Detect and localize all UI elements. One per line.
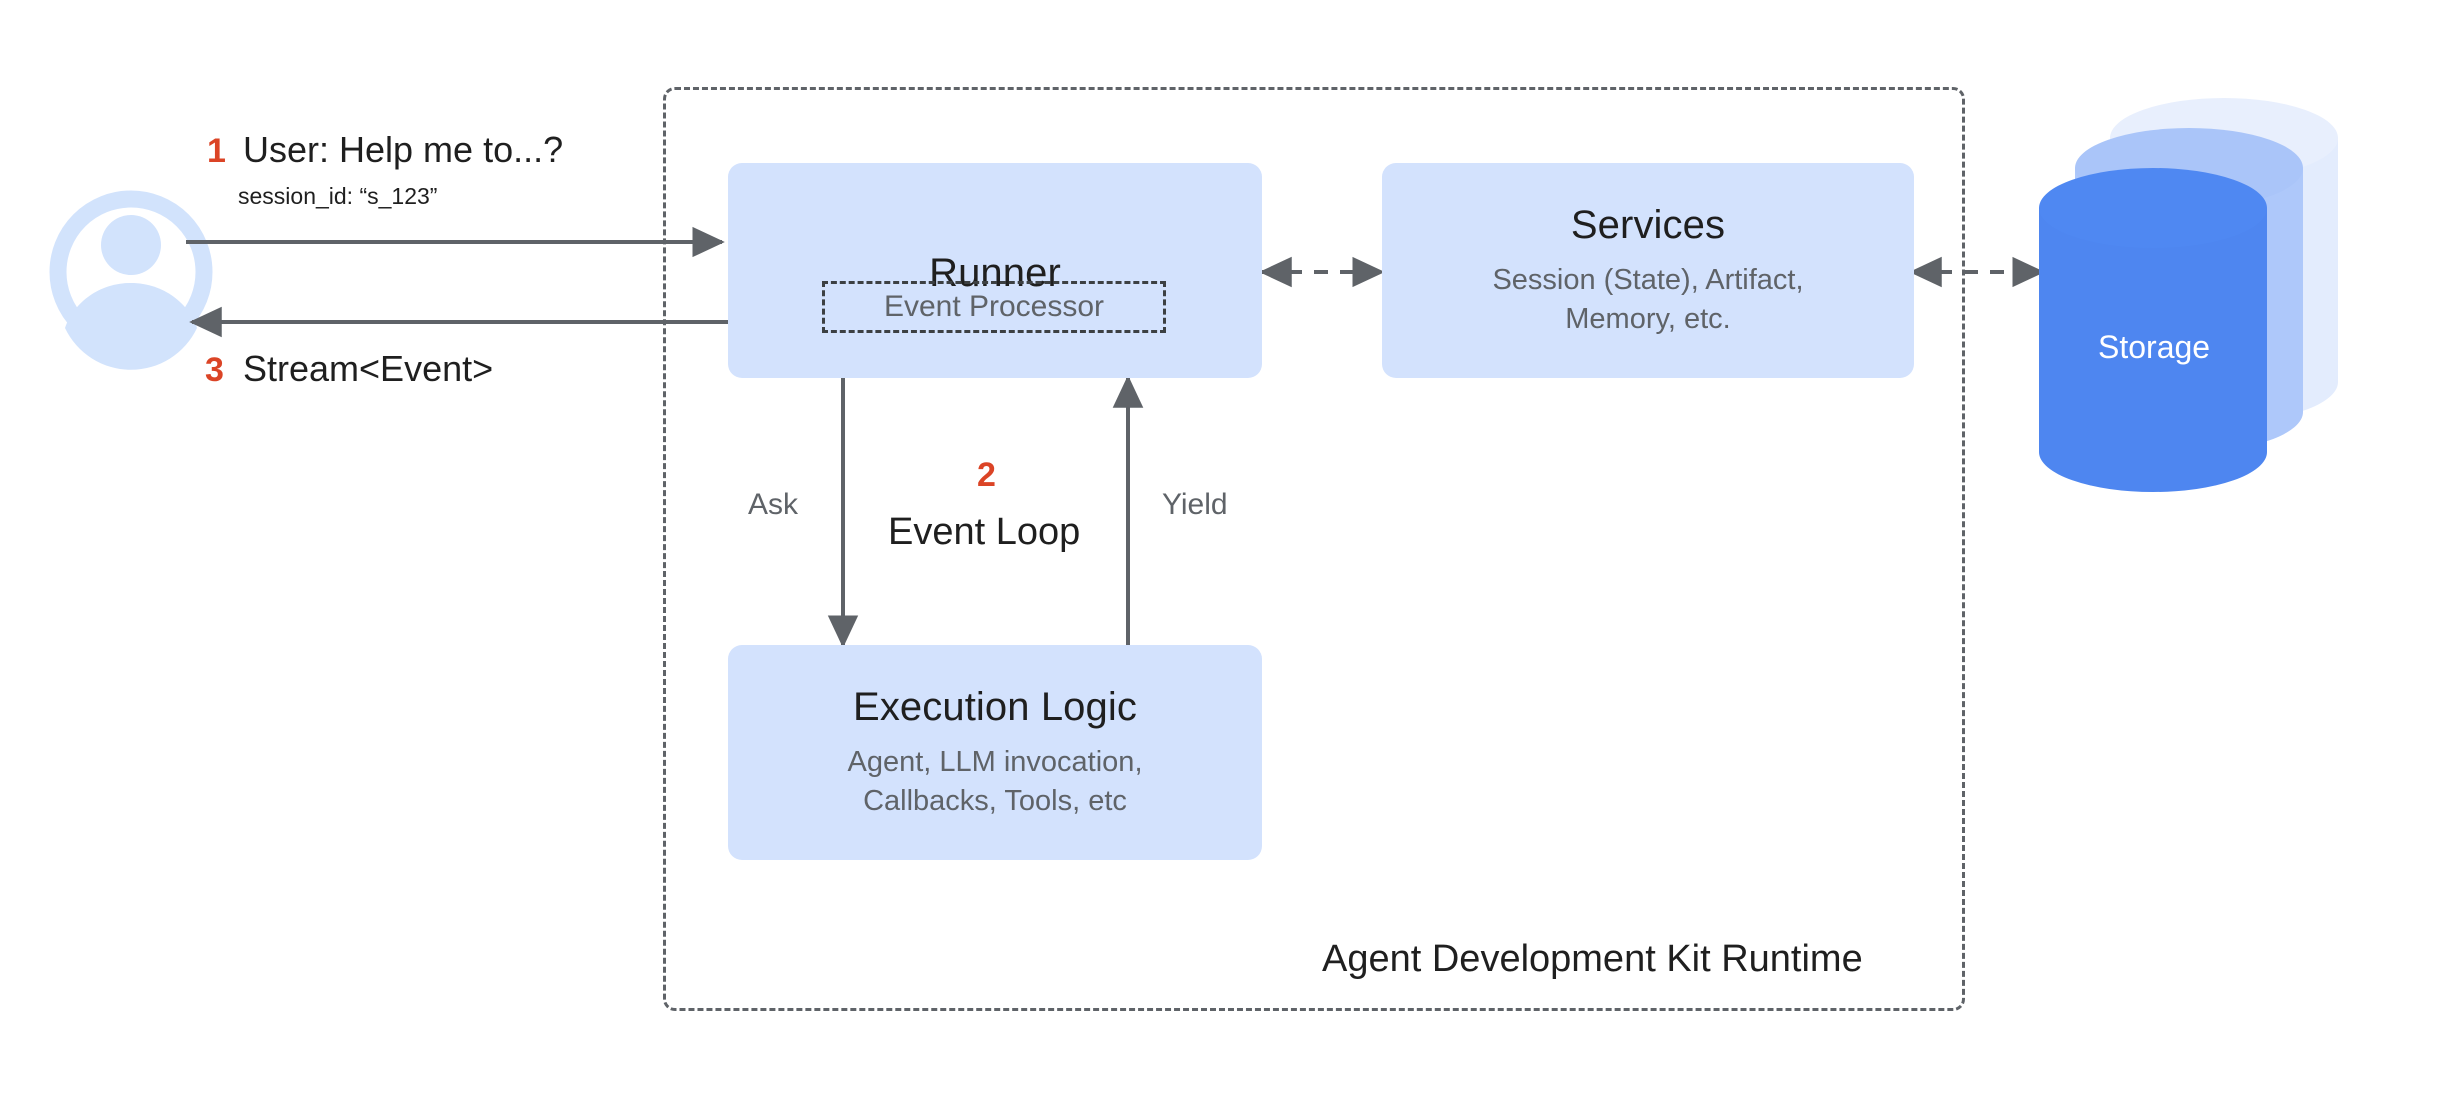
- event-processor-label: Event Processor: [883, 290, 1105, 323]
- storage-cylinder-stack: [2039, 98, 2338, 492]
- runtime-container-label: Agent Development Kit Runtime: [1322, 938, 1863, 980]
- step-1-session-meta: session_id: “s_123”: [238, 183, 438, 209]
- step-3-label: Stream<Event>: [243, 348, 494, 389]
- services-subtitle-line-2: Memory, etc.: [1565, 302, 1731, 335]
- step-2-number: 2: [977, 456, 996, 494]
- services-subtitle: Session (State), Artifact, Memory, etc.: [1492, 261, 1803, 338]
- execution-logic-subtitle: Agent, LLM invocation, Callbacks, Tools,…: [847, 743, 1142, 820]
- edge-label-ask: Ask: [748, 488, 799, 521]
- node-event-processor[interactable]: Event Processor: [822, 281, 1166, 333]
- runner-title: Runner: [929, 250, 1061, 295]
- user-avatar-icon: [49, 190, 213, 370]
- node-execution-logic[interactable]: Execution Logic Agent, LLM invocation, C…: [728, 645, 1262, 860]
- adk-runtime-container: [663, 87, 1965, 1011]
- execution-logic-subtitle-line-2: Callbacks, Tools, etc: [863, 784, 1127, 817]
- services-title: Services: [1570, 203, 1726, 248]
- step-1-number: 1: [207, 132, 226, 170]
- storage-label: Storage: [2098, 329, 2211, 365]
- execution-logic-subtitle-line-1: Agent, LLM invocation,: [847, 746, 1143, 779]
- node-services[interactable]: Services Session (State), Artifact, Memo…: [1382, 163, 1914, 378]
- execution-logic-title: Execution Logic: [853, 685, 1137, 730]
- step-3-number: 3: [205, 351, 224, 389]
- node-runner[interactable]: Runner: [728, 163, 1262, 378]
- step-1-label: User: Help me to...?: [243, 129, 564, 170]
- edge-label-yield: Yield: [1162, 488, 1228, 521]
- services-subtitle-line-1: Session (State), Artifact,: [1492, 264, 1804, 297]
- storage-cylinder-front: [2039, 168, 2267, 492]
- step-2-label: Event Loop: [888, 511, 1081, 553]
